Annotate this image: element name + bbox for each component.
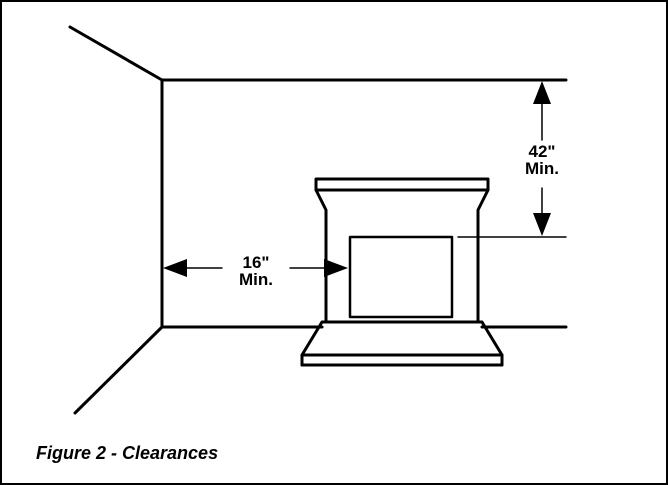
top-clearance-value: 42" — [528, 142, 556, 161]
fireplace-hearth — [300, 320, 504, 357]
figure-caption: Figure 2 - Clearances — [36, 443, 219, 463]
firebox-opening — [348, 235, 454, 319]
side-clearance-value: 16" — [242, 253, 270, 272]
top-clearance-arrowhead-up — [533, 81, 551, 104]
top-clearance-arrowhead-down — [533, 213, 551, 236]
wall-diagonal-upper — [68, 25, 164, 82]
fireplace-body — [314, 188, 490, 324]
side-clearance-label: 16" Min. — [228, 254, 284, 288]
side-clearance-arrowhead-right — [324, 259, 348, 277]
fireplace-mantel — [314, 177, 490, 192]
wall-diagonal-lower — [73, 325, 164, 415]
side-clearance-qualifier: Min. — [239, 270, 273, 289]
top-clearance-qualifier: Min. — [525, 159, 559, 178]
top-clearance-label: 42" Min. — [518, 143, 566, 177]
side-clearance-arrowhead-left — [163, 259, 187, 277]
